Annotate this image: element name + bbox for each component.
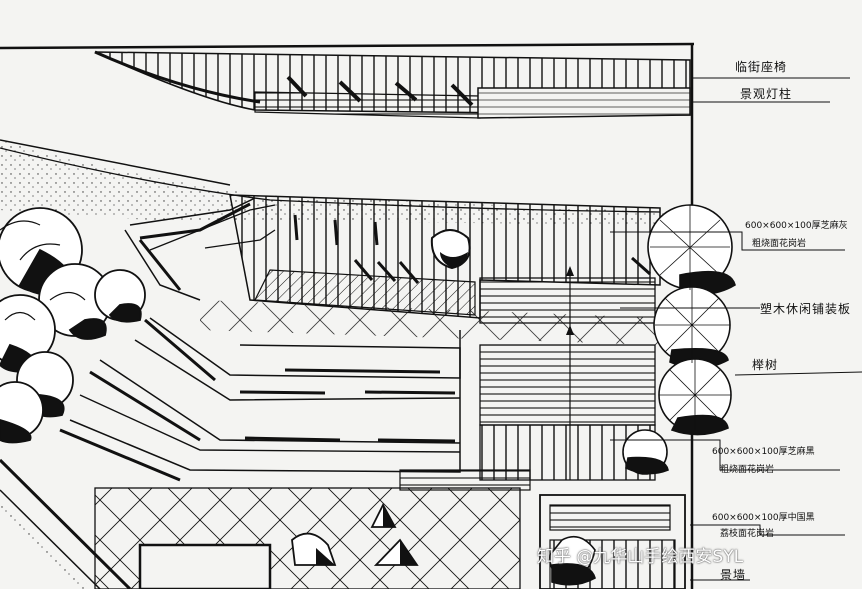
- watermark-text: 知乎 @九华山手绘西安SYL: [537, 547, 744, 567]
- annotation-leaders: [610, 77, 862, 581]
- lamp-posts: [286, 75, 474, 107]
- label-sesame-grey-finish: 粗烧面花岗岩: [752, 239, 807, 249]
- planter-walls: [124, 197, 276, 301]
- label-lamp-post: 景观灯柱: [740, 87, 793, 101]
- plaza-sculptures: [291, 503, 419, 566]
- frame-top-line: [0, 42, 695, 50]
- timber-deck-area: [229, 194, 661, 481]
- label-sesame-grey-granite: 600×600×100厚芝麻灰: [745, 221, 848, 231]
- tree-column-right: [549, 204, 736, 586]
- label-china-black-granite: 600×600×100厚中国黑: [712, 513, 815, 523]
- tree-cluster-left: [0, 207, 146, 444]
- label-sesame-black-finish: 粗烧面花岗岩: [720, 465, 775, 475]
- deck-benches: [293, 214, 651, 284]
- label-feature-wall: 景墙: [720, 568, 747, 582]
- street-seating-strip: [94, 50, 691, 119]
- label-street-seating: 临街座椅: [735, 60, 788, 74]
- label-china-black-finish: 荔枝面花岗岩: [720, 529, 775, 539]
- label-sesame-black-granite: 600×600×100厚芝麻黑: [712, 447, 815, 457]
- label-zelkova-tree: 榉树: [752, 358, 779, 372]
- terrace-steps: [59, 317, 461, 482]
- label-timber-deck: 塑木休闲铺装板: [760, 302, 852, 316]
